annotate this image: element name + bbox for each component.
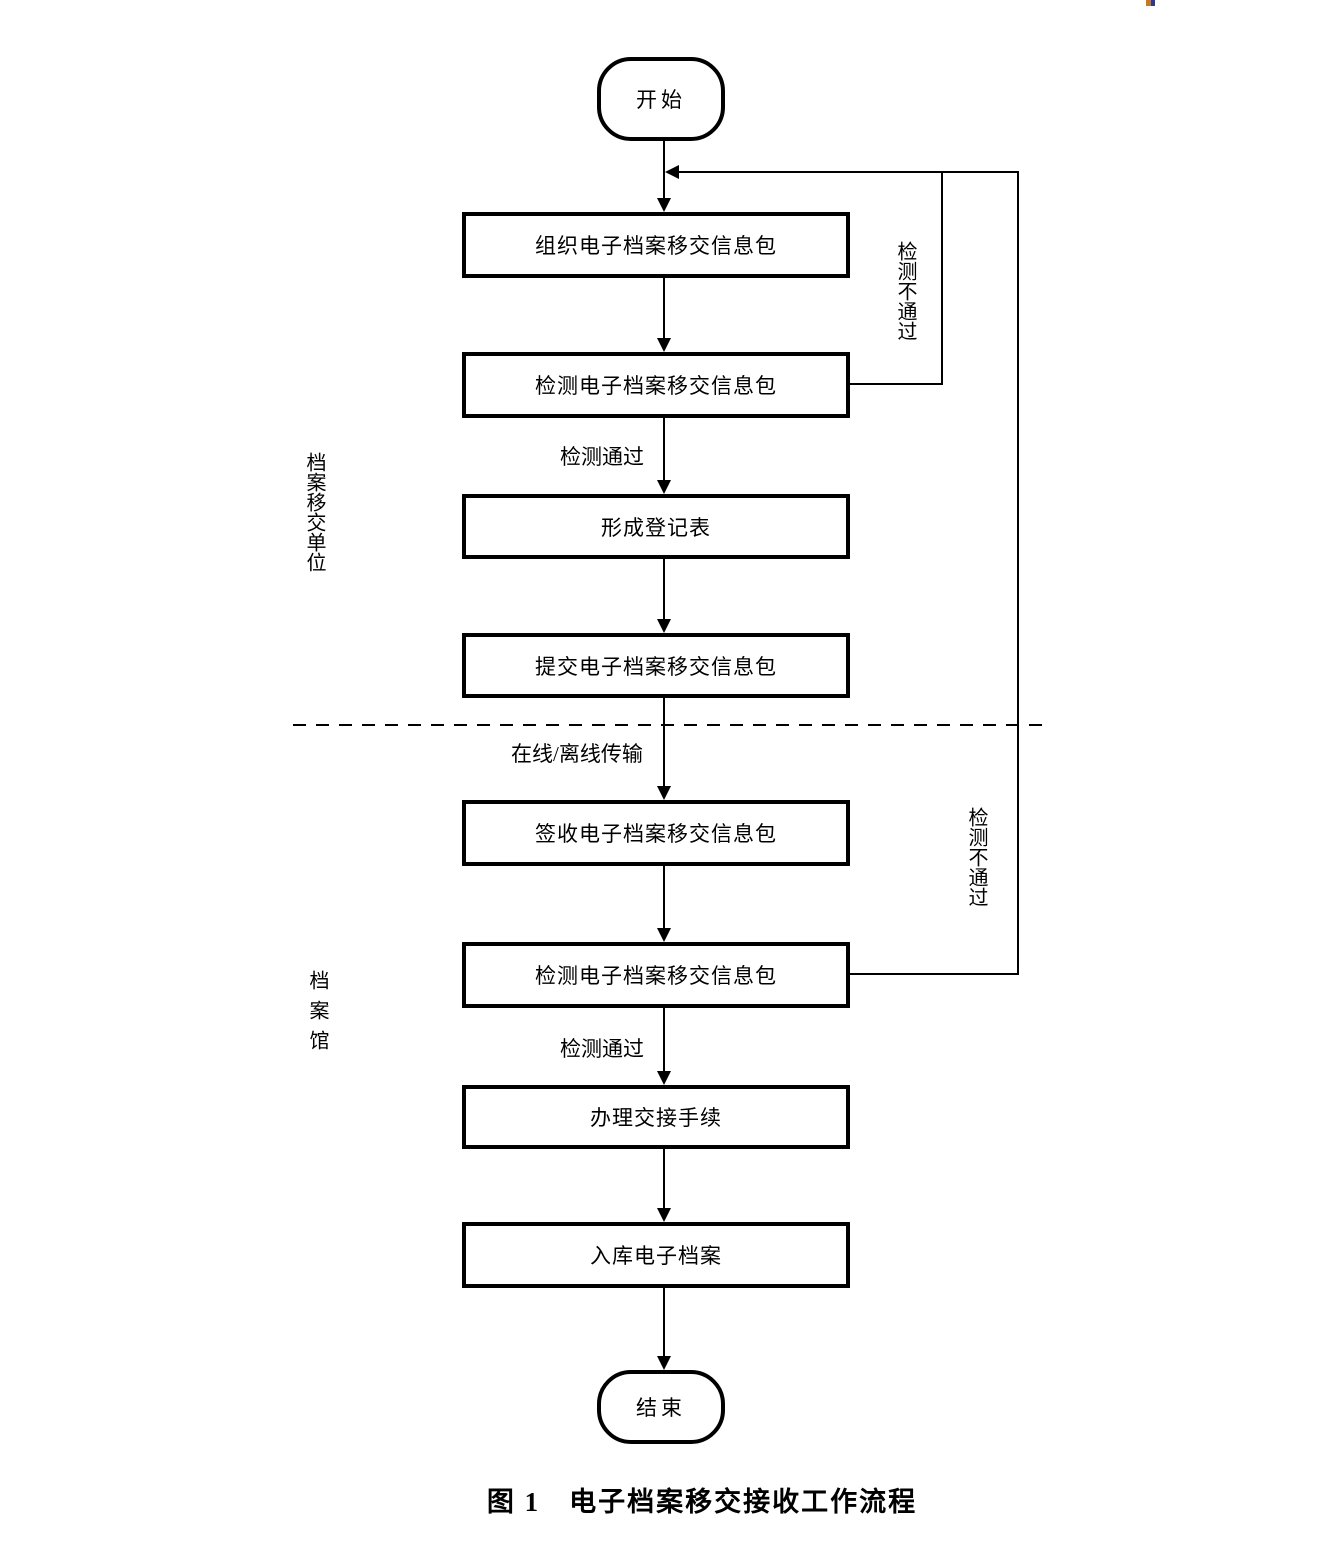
arrowhead-into-box2-icon [657,338,671,352]
flow-line-start-to-box1 [663,141,665,199]
arrowhead-into-box5-icon [657,786,671,800]
feedback2-vertical-line [1017,173,1019,975]
process-box-submit-package: 提交电子档案移交信息包 [462,633,850,698]
scan-artifact [1146,0,1155,6]
process-box-store-archives: 入库电子档案 [462,1222,850,1288]
feedback1-vertical-line [941,173,943,385]
arrowhead-into-box6-icon [657,928,671,942]
feedback1-horizontal-line [850,383,943,385]
flow-line-box7-to-box8 [663,1149,665,1208]
edge-label-check-pass-bottom: 检测通过 [560,1037,644,1061]
feedback2-horizontal-line [850,973,1019,975]
process-box-check-package-2: 检测电子档案移交信息包 [462,942,850,1008]
flow-line-box6-to-box7 [663,1008,665,1071]
arrowhead-into-box7-icon [657,1071,671,1085]
feedback-return-line [679,171,1019,173]
process-box-sign-receive-package: 签收电子档案移交信息包 [462,800,850,866]
process-box-organize-package: 组织电子档案移交信息包 [462,212,850,278]
arrowhead-feedback-return-icon [665,165,679,179]
flow-line-box4-to-box5 [663,698,665,786]
flow-line-box3-to-box4 [663,559,665,619]
edge-label-online-offline-transfer: 在线/离线传输 [511,742,643,766]
figure-caption: 图 1 电子档案移交接收工作流程 [486,1487,918,1517]
flow-line-box1-to-box2 [663,277,665,338]
process-box-check-package-1: 检测电子档案移交信息包 [462,352,850,418]
flow-line-box8-to-end [663,1288,665,1356]
flow-line-box2-to-box3 [663,418,665,480]
edge-label-check-fail-top: 检测不通过 [894,241,916,341]
lane-divider-dashed-line [293,724,1043,726]
process-box-form-register: 形成登记表 [462,494,850,559]
arrowhead-into-box3-icon [657,480,671,494]
arrowhead-into-box1-icon [657,198,671,212]
start-node: 开始 [597,57,725,141]
arrowhead-into-box4-icon [657,619,671,633]
lane-label-transfer-unit: 档案移交单位 [303,452,325,572]
flow-line-box5-to-box6 [663,866,665,928]
arrowhead-into-end-icon [657,1356,671,1370]
lane-label-archive: 档案馆 [306,970,328,1060]
process-box-handover-procedure: 办理交接手续 [462,1085,850,1149]
arrowhead-into-box8-icon [657,1208,671,1222]
end-node: 结束 [597,1370,725,1444]
edge-label-check-fail-bottom: 检测不通过 [965,807,987,907]
edge-label-check-pass-top: 检测通过 [560,445,644,469]
